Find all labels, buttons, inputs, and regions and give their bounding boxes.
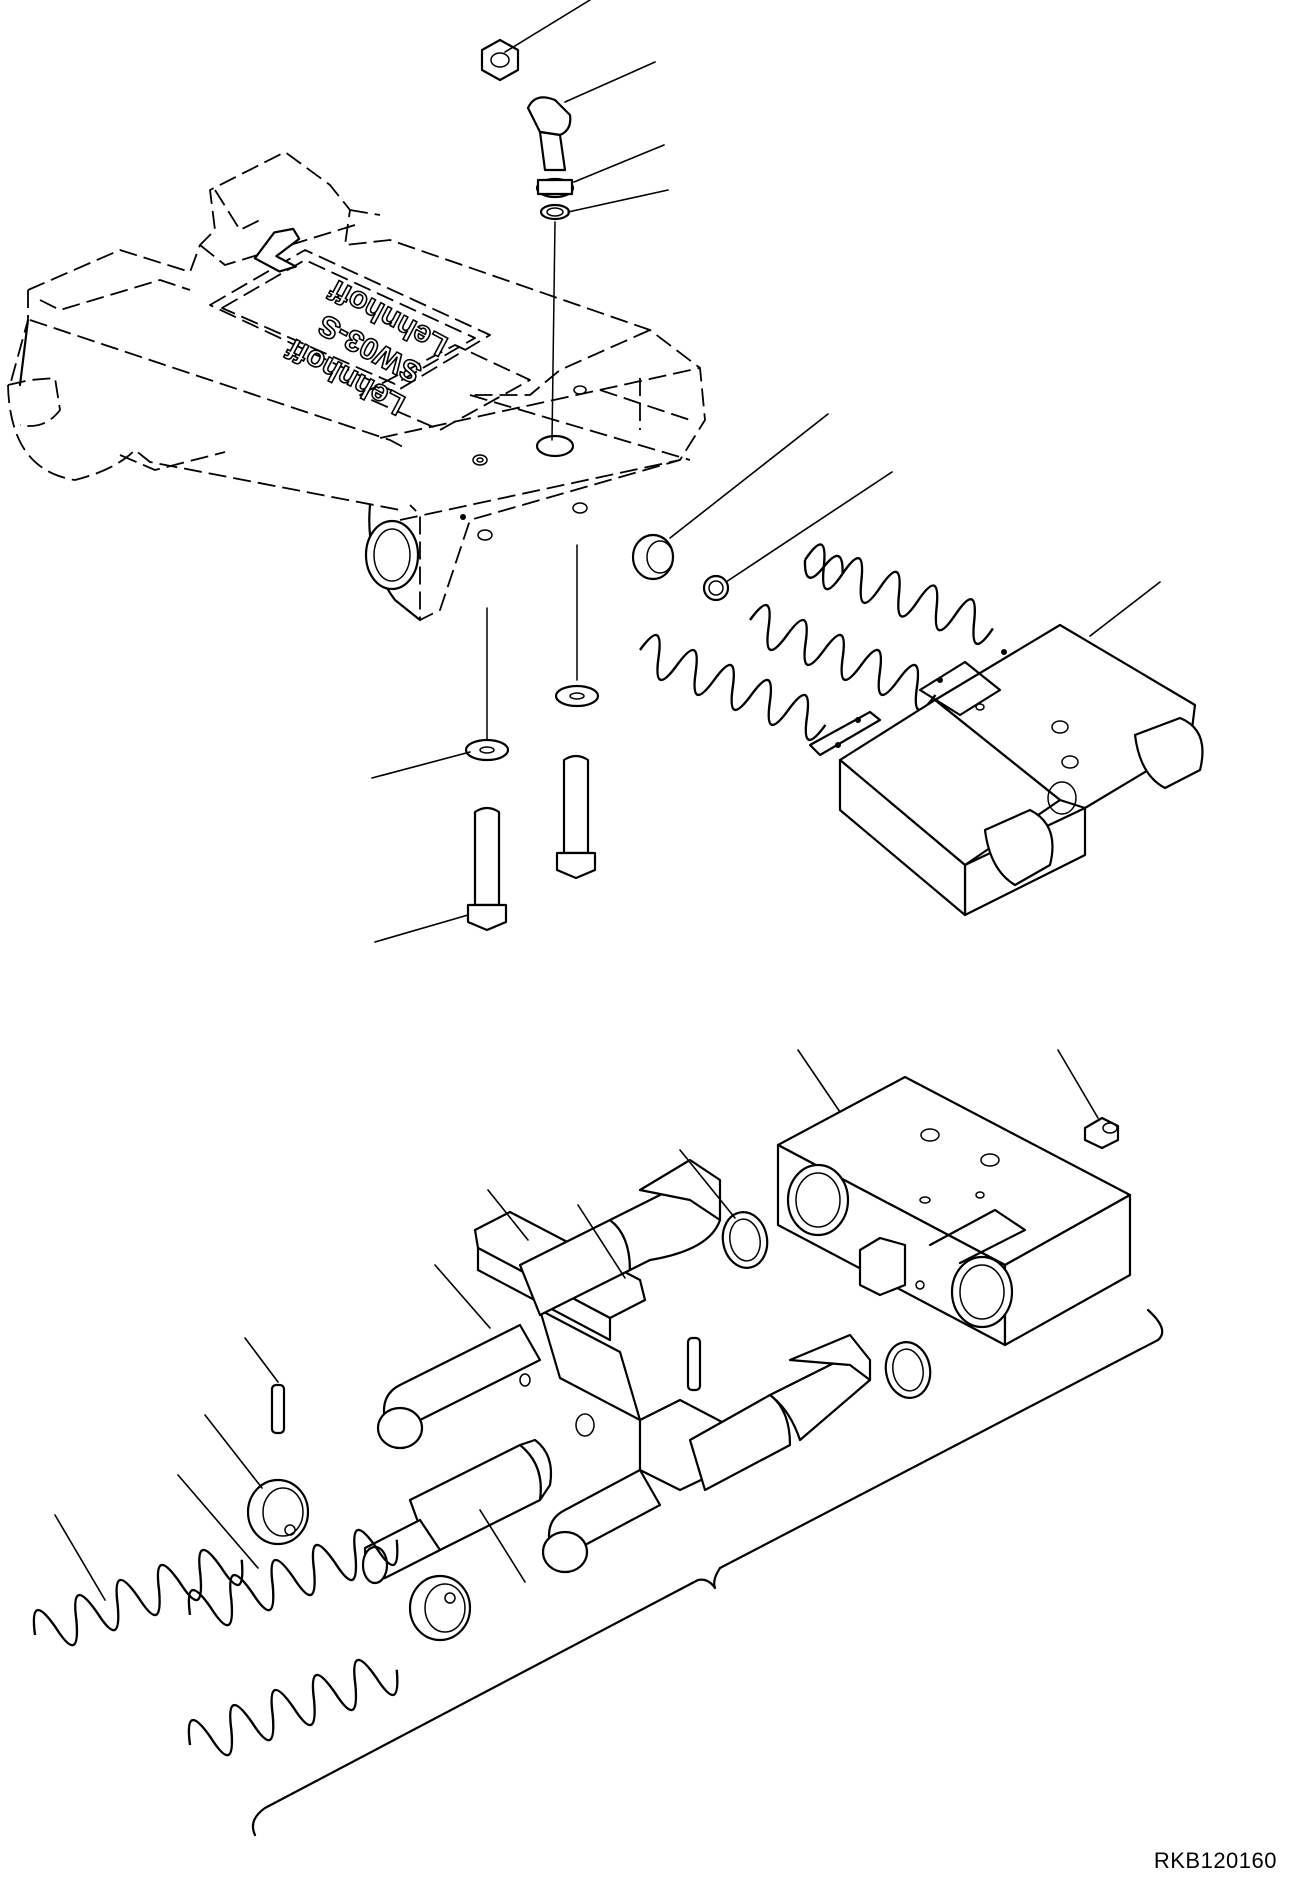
quick-coupler-housing	[8, 152, 705, 620]
block-bore-left	[788, 1165, 848, 1235]
assembled-plunger-right	[1135, 718, 1203, 788]
block-plug	[860, 1238, 905, 1295]
collar-upper	[248, 1480, 308, 1544]
spring-upper	[798, 541, 1000, 647]
center-stepped-pin	[363, 1440, 551, 1583]
top-fitting-stack	[482, 40, 573, 440]
hex-nut	[482, 40, 518, 80]
spring-middle	[743, 601, 943, 713]
bolt-right	[564, 756, 588, 853]
drawing-code: RKB120160	[1153, 1848, 1277, 1873]
washer-left	[466, 740, 508, 760]
grease-nipple	[1085, 1118, 1118, 1148]
assembled-spring-pack	[633, 541, 1000, 743]
loose-spring-1	[27, 1539, 249, 1657]
o-ring-upper	[718, 1209, 771, 1272]
top-port-hole	[537, 436, 573, 456]
loose-spring-3	[182, 1649, 404, 1767]
leader-lines	[55, 0, 1160, 1600]
assembled-plunger-left	[985, 810, 1053, 885]
collar-lower	[410, 1576, 470, 1640]
roll-pin-3	[272, 1385, 284, 1433]
loose-spring-2	[182, 1519, 404, 1637]
roll-pin-2	[688, 1338, 700, 1390]
washer-right	[556, 686, 598, 706]
guide-bush	[633, 535, 728, 600]
elbow-fitting	[528, 97, 570, 135]
brand-logo-mark	[255, 219, 311, 277]
bolt-left	[475, 808, 499, 905]
locking-block-exploded	[778, 1077, 1130, 1345]
lower-plunger	[543, 1335, 870, 1572]
small-o-ring	[704, 576, 728, 600]
o-ring-lower	[881, 1339, 934, 1402]
group-brace	[253, 1310, 1162, 1835]
block-bore-right	[952, 1257, 1012, 1327]
spring-lower	[633, 631, 833, 743]
top-o-ring	[541, 205, 569, 219]
assembled-locking-block	[810, 625, 1203, 915]
lower-bolts	[466, 545, 598, 930]
